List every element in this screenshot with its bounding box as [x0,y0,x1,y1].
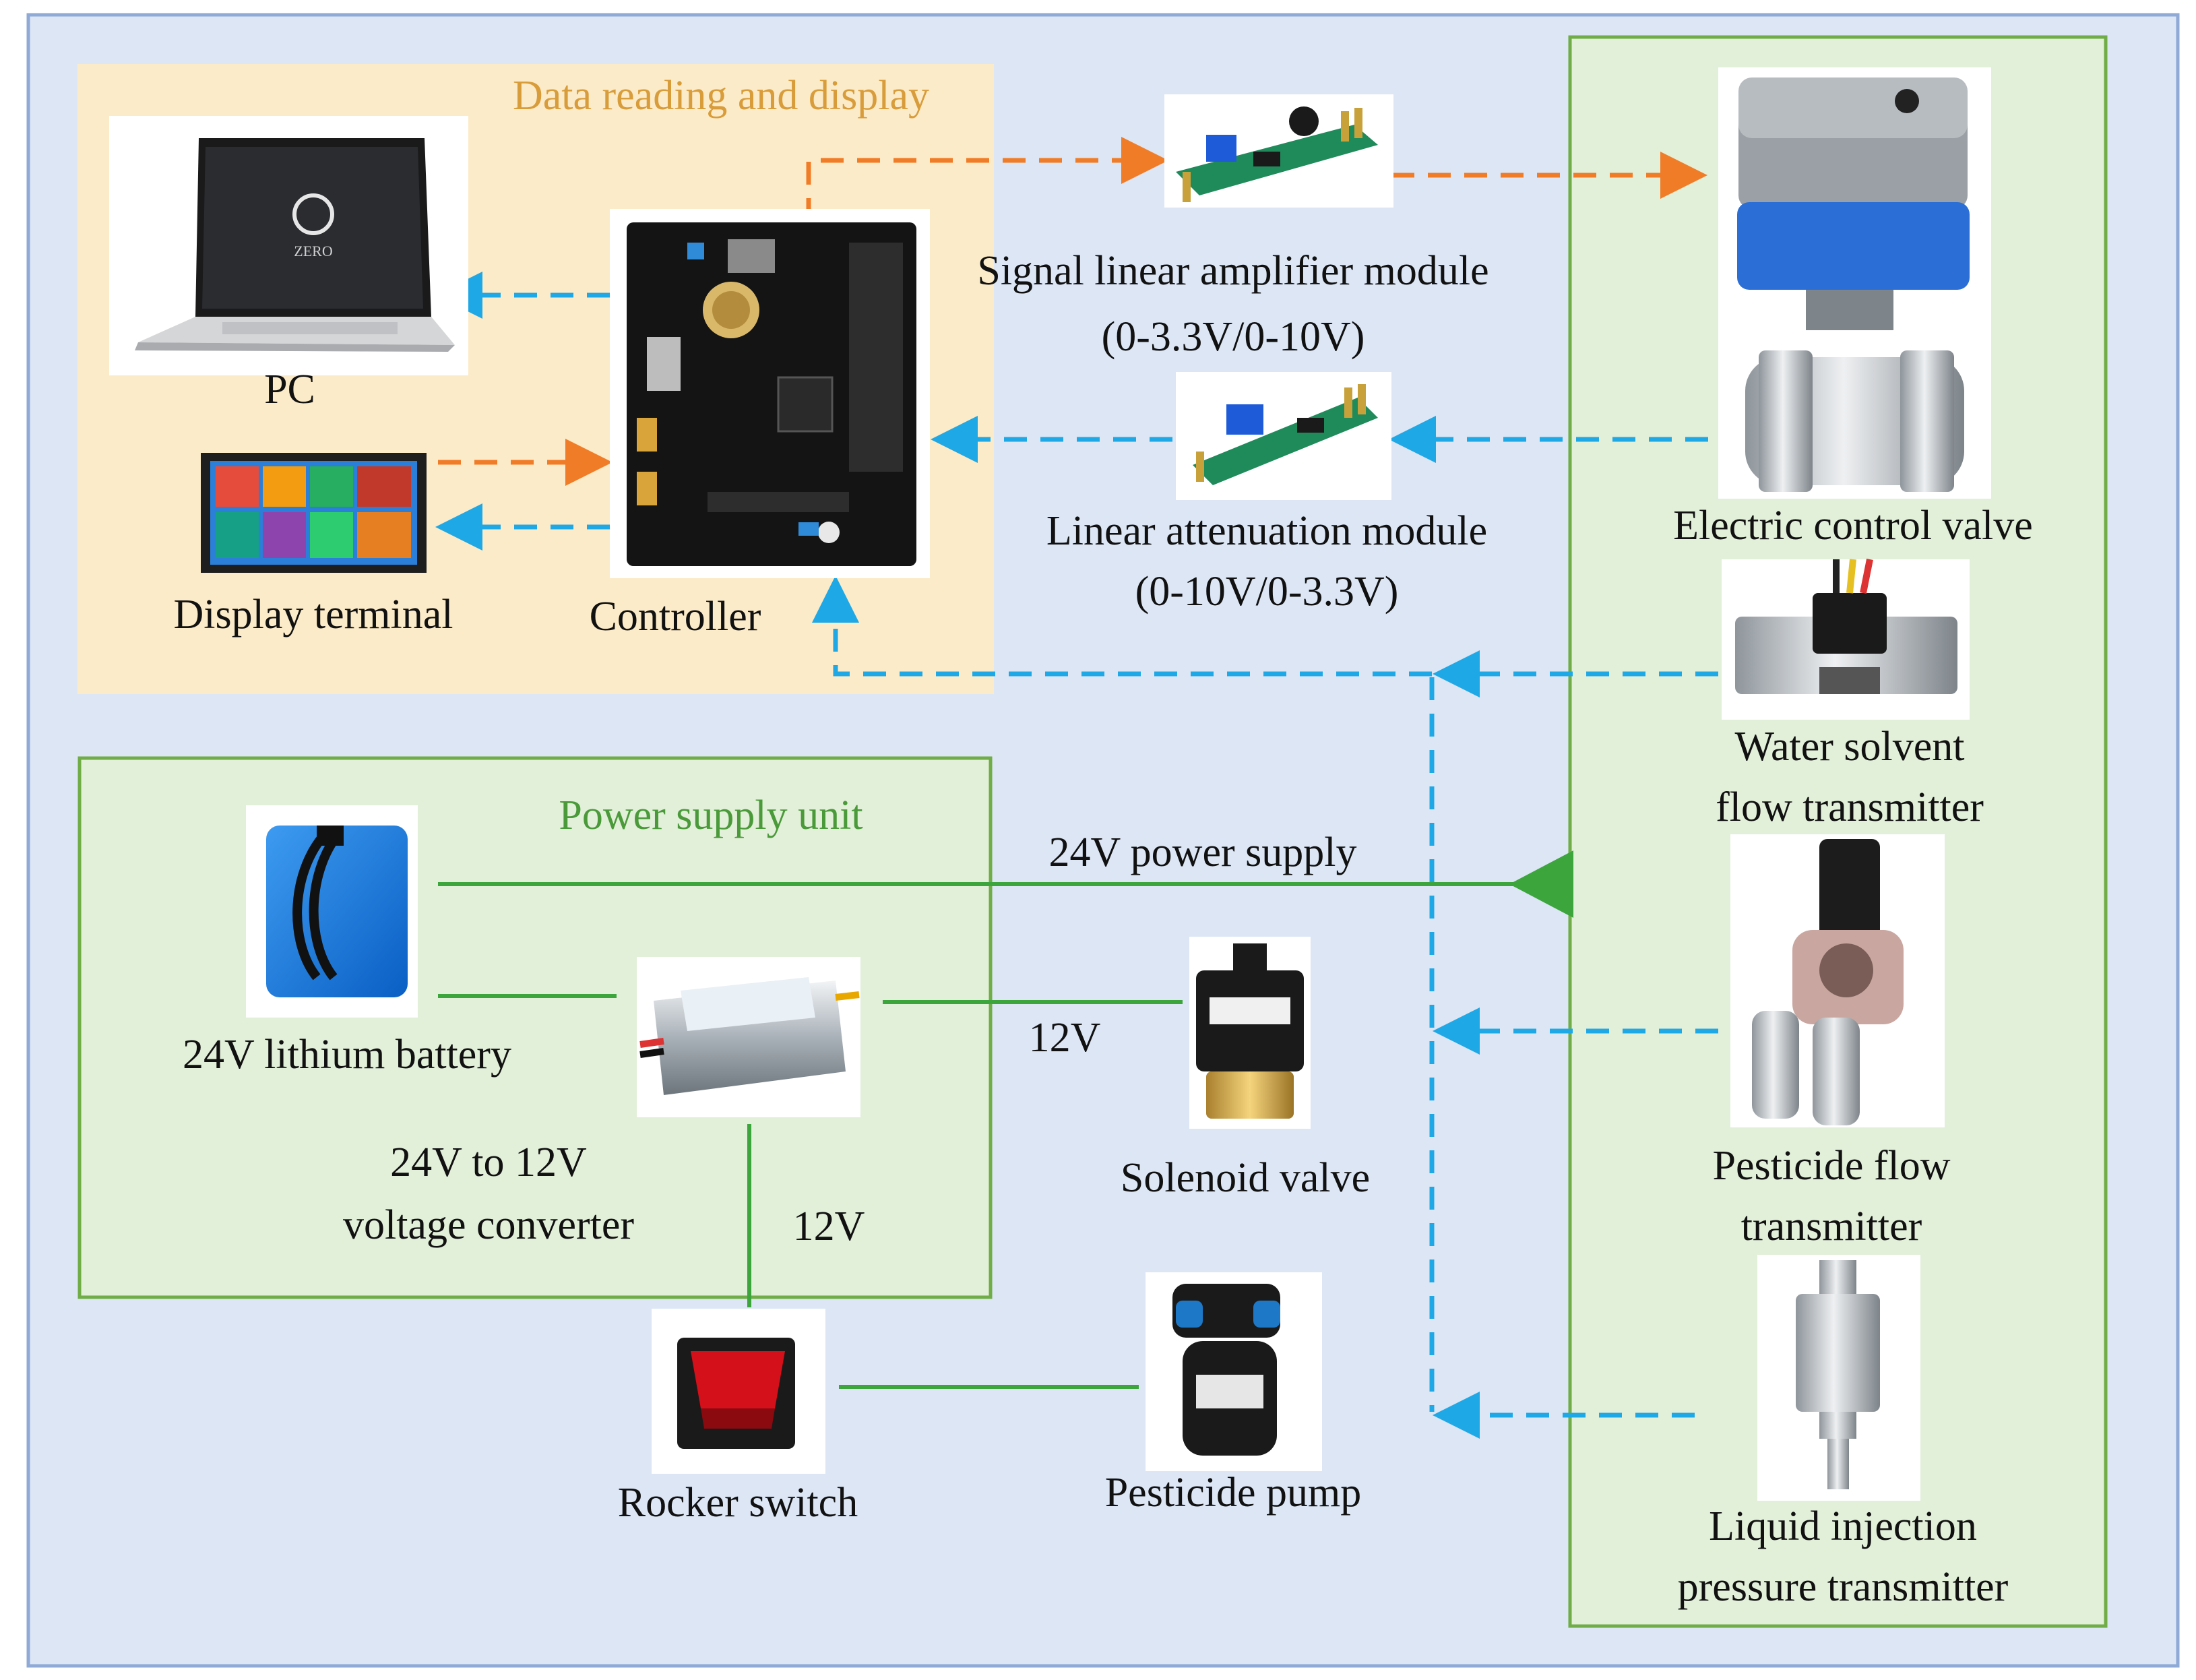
signal-amplifier-image [1164,94,1393,208]
converter-label-1: 24V to 12V [390,1140,587,1185]
water-flow-label-1: Water solvent [1734,724,1964,770]
solenoid-label: Solenoid valve [1121,1155,1370,1201]
voltage-converter-image [637,957,860,1117]
controller-image [610,209,930,578]
power-supply-arrow [1509,850,1573,918]
controller-label: Controller [590,594,761,640]
converter-label-2: voltage converter [343,1202,634,1248]
pesticide-flow-label-2: transmitter [1741,1204,1922,1249]
signal-amplifier-range: (0-3.3V/0-10V) [1102,314,1365,360]
battery-label: 24V lithium battery [183,1032,511,1078]
v12-rocker-label: 12V [793,1204,865,1249]
electric-valve-label: Electric control valve [1673,503,2033,549]
display-terminal-image [201,453,427,573]
pesticide-flow-transmitter-image [1730,834,1945,1127]
v12-solenoid-label: 12V [1029,1015,1101,1061]
rocker-switch-image [652,1309,825,1474]
power-supply-title: Power supply unit [559,792,862,838]
pesticide-pump-image [1146,1272,1322,1471]
display-terminal-label: Display terminal [174,592,453,637]
linear-attenuation-image [1176,372,1391,500]
blue-line-bus-controller [812,575,1432,677]
orange-line-controller-amp [806,137,1168,221]
signal-amplifier-label: Signal linear amplifier module [977,248,1488,294]
pesticide-flow-label-1: Pesticide flow [1713,1143,1951,1189]
power-24v-label: 24V power supply [1049,830,1357,875]
laptop-logo: ZERO [294,243,332,259]
lithium-battery-image [246,805,418,1018]
pressure-transmitter-image [1757,1255,1920,1501]
rocker-label: Rocker switch [618,1480,858,1526]
pump-label: Pesticide pump [1105,1470,1362,1516]
water-flow-transmitter-image [1722,559,1970,720]
solenoid-valve-image [1189,937,1311,1129]
linear-attenuation-range: (0-10V/0-3.3V) [1135,569,1399,615]
pc-label: PC [264,367,315,412]
data-reading-title: Data reading and display [513,73,929,119]
pressure-label-1: Liquid injection [1709,1503,1977,1549]
labels: PC Display terminal Controller Signal li… [174,248,2033,1610]
water-flow-label-2: flow transmitter [1716,784,1984,830]
linear-attenuation-label: Linear attenuation module [1046,508,1487,554]
pressure-label-2: pressure transmitter [1678,1564,2009,1610]
pc-image: ZERO [109,116,468,375]
electric-control-valve-image [1718,67,1991,499]
